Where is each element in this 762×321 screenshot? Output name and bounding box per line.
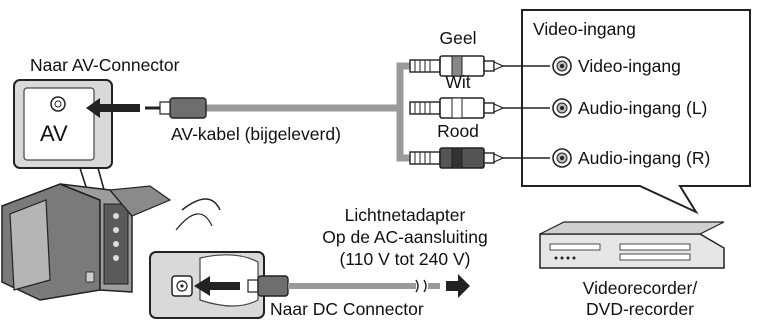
plug-red-label: Rood [437,121,479,141]
input-callout-box [521,9,751,215]
av-cable [201,62,414,162]
arrow-icon [446,274,470,298]
audio-input-right-label: Audio-ingang (R) [578,148,711,168]
av-connector-label: Naar AV-Connector [30,55,180,75]
adapter-label-line3: (110 V tot 240 V) [339,249,471,269]
av-port-panel [13,79,113,169]
audio-input-left-label: Audio-ingang (L) [578,98,708,118]
arrow-icon [86,98,140,118]
av-cable-label: AV-kabel (bijgeleverd) [171,124,341,144]
video-input-label: Video-ingang [578,56,681,76]
dc-cable [247,275,440,297]
recorder-icon [539,221,725,269]
rca-socket-icon [552,56,572,76]
input-box-title: Video-ingang [533,19,636,39]
av-port-label: AV [40,121,68,146]
rca-plug-icon [409,147,505,169]
rca-socket-icon [552,98,572,118]
rca-plug-icon [409,55,505,77]
arrow-icon [194,276,240,296]
plug-yellow-label: Geel [439,28,477,48]
dc-connector-label: Naar DC Connector [270,299,424,319]
recorder-label-line2: DVD-recorder [586,299,694,319]
recorder-label-line1: Videorecorder/ [582,278,698,298]
adapter-label-line2: Op de AC-aansluiting [322,227,488,247]
rca-socket-icon [552,148,572,168]
adapter-label-line1: Lichtnetadapter [344,205,466,225]
av-plug-icon [145,97,207,119]
rca-plug-icon [409,97,505,119]
camcorder-icon [1,183,221,301]
plug-white-label: Wit [445,72,471,92]
socket-leader-lines [502,65,550,159]
